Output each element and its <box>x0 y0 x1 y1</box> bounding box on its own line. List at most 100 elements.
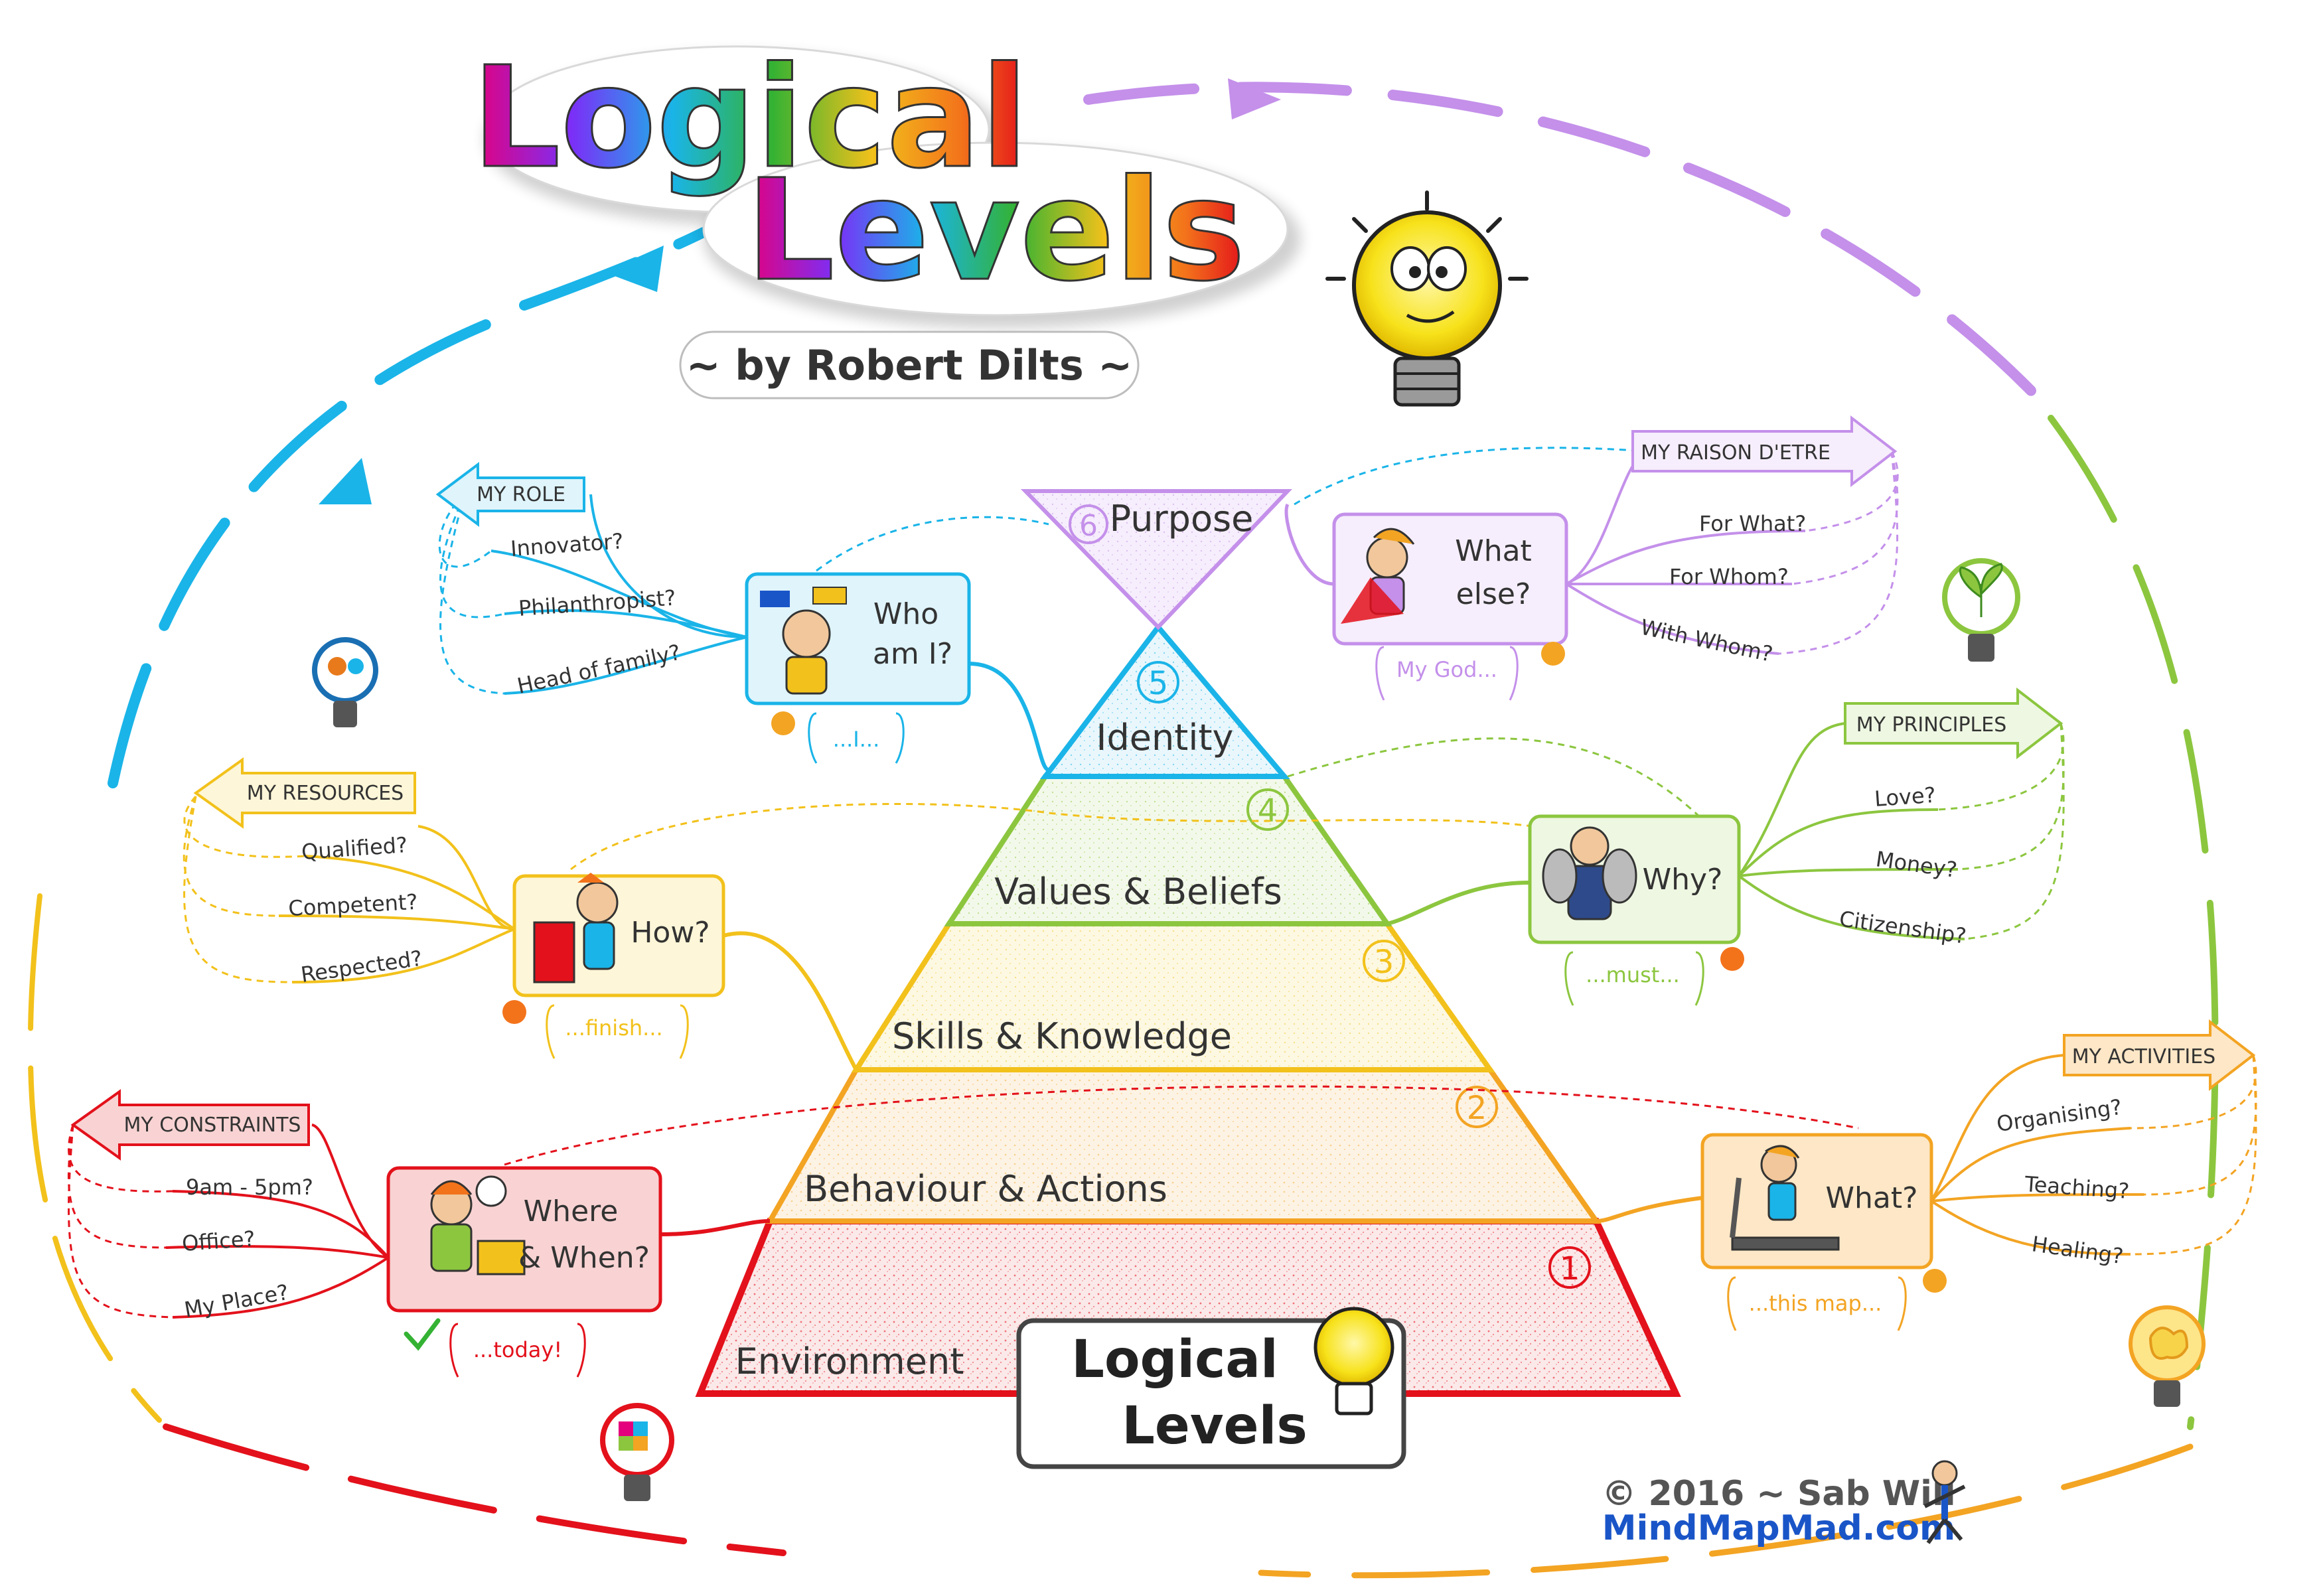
why-mood-icon <box>1720 947 1744 971</box>
why-question: Why? <box>1643 863 1723 897</box>
where-item-3: My Place? <box>183 1279 291 1323</box>
what-treadmill-runner-icon <box>1730 1145 1840 1251</box>
cycle-arrowhead-purple <box>1228 78 1281 119</box>
level-1-number-circle <box>1548 1246 1591 1289</box>
cycle-arrow-green <box>2048 415 2219 1430</box>
cycle-arrow-blue <box>108 227 709 788</box>
level-5-number-circle <box>1137 661 1179 703</box>
who-character-icon <box>760 587 847 695</box>
who-question-line-1: Who <box>873 597 938 631</box>
cycle-arrow-red <box>163 1423 787 1556</box>
level-3-number-circle <box>1363 940 1405 982</box>
how-header: MY RESOURCES <box>247 782 404 805</box>
outer-cycle-arrows <box>27 78 2219 1579</box>
where-item-1: 9am - 5pm? <box>186 1175 313 1200</box>
branch-who: MY ROLE Innovator? Philanthropist? Head … <box>435 462 1050 772</box>
who-header: MY ROLE <box>477 483 565 506</box>
cycle-arrowhead-blue-2 <box>319 458 372 504</box>
how-item-1: Qualified? <box>301 832 408 865</box>
level-6-number: 6 <box>1079 509 1098 543</box>
who-item-1: Innovator? <box>510 528 625 561</box>
title-line-2: Levels <box>746 149 1246 312</box>
branch-what-else: MY RAISON D'ETRE For What? For Whom? Wit… <box>1284 415 1899 701</box>
badge-line-2: Levels <box>1122 1396 1308 1456</box>
what-else-mood-icon <box>1541 642 1565 666</box>
title-line-1: Logical <box>472 36 1029 199</box>
badge-bulb-icon <box>1313 1307 1394 1415</box>
what-else-item-1: For What? <box>1699 511 1806 536</box>
branch-what: MY ACTIVITIES Organising? Teaching? Heal… <box>1596 1019 2257 1331</box>
what-else-superhero-icon <box>1341 528 1415 624</box>
why-businessman-icon <box>1542 826 1637 920</box>
what-else-item-3: With Whom? <box>1638 615 1775 667</box>
what-else-note: My God... <box>1396 657 1497 682</box>
how-reading-character-icon <box>533 873 619 983</box>
level-2-number-circle <box>1456 1086 1498 1128</box>
how-header-arrow <box>193 757 416 829</box>
why-note: ...must... <box>1586 962 1680 987</box>
cycle-arrow-yellow <box>27 893 162 1423</box>
where-header: MY CONSTRAINTS <box>124 1114 301 1137</box>
who-note: ...I... <box>833 727 879 752</box>
where-question-line-1: Where <box>524 1195 619 1228</box>
brain-bulb-icon <box>2129 1305 2206 1407</box>
how-item-3: Respected? <box>299 946 424 987</box>
what-card <box>1700 1133 1933 1270</box>
cycle-arrow-purple <box>1083 82 2056 417</box>
level-3-label: Skills & Knowledge <box>892 1015 1232 1057</box>
where-card <box>386 1166 662 1313</box>
how-question: How? <box>631 916 710 950</box>
what-else-question-line-1: What <box>1455 534 1532 568</box>
what-item-2: Teaching? <box>2023 1171 2130 1204</box>
branch-why: MY PRINCIPLES Love? Money? Citizenship? … <box>1287 687 2065 1006</box>
level-1-label: Environment <box>735 1341 964 1382</box>
what-else-header-arrow <box>1631 415 1898 488</box>
what-header: MY ACTIVITIES <box>2072 1045 2215 1068</box>
cycle-arrowhead-blue <box>604 246 664 292</box>
who-mood-icon <box>771 711 795 735</box>
what-else-question-line-2: else? <box>1456 577 1531 611</box>
what-question: What? <box>1826 1181 1918 1215</box>
puzzle-head-icon <box>600 1403 674 1501</box>
why-item-2: Money? <box>1874 846 1959 883</box>
what-mood-icon <box>1923 1269 1947 1293</box>
level-5-number: 5 <box>1148 665 1169 702</box>
where-item-2: Office? <box>181 1226 256 1256</box>
pyramid-labels: Environment 1 Behaviour & Actions 2 Skil… <box>735 498 1591 1382</box>
why-item-3: Citizenship? <box>1838 906 1968 948</box>
level-6-label: Purpose <box>1110 498 1254 540</box>
leaf-bulb-icon <box>1942 558 2020 662</box>
copyright-block: © 2016 ~ Sab Will MindMapMad.com <box>1602 1460 1966 1548</box>
what-item-3: Healing? <box>2030 1231 2125 1269</box>
what-note: ...this map... <box>1749 1291 1882 1316</box>
where-header-arrow <box>70 1089 310 1161</box>
where-question-line-2: & When? <box>518 1241 650 1275</box>
level-2-label: Behaviour & Actions <box>804 1168 1167 1210</box>
level-1-number: 1 <box>1560 1250 1580 1287</box>
who-item-3: Head of family? <box>515 640 683 699</box>
what-header-arrow <box>2063 1019 2256 1092</box>
where-office-character-icon <box>430 1175 526 1275</box>
pyramid <box>695 489 1681 1397</box>
running-figure-icon <box>1923 1460 1966 1544</box>
how-mood-icon <box>502 1000 526 1024</box>
level-6-number-circle <box>1069 504 1108 544</box>
title-cloud: Logical Levels ~ by Robert Dilts ~ <box>471 36 1301 399</box>
copyright-line-1: © 2016 ~ Sab Will <box>1602 1474 1955 1514</box>
why-header: MY PRINCIPLES <box>1856 713 2007 737</box>
what-else-item-2: For Whom? <box>1669 564 1789 589</box>
branch-where: MY CONSTRAINTS 9am - 5pm? Office? My Pla… <box>67 1085 1859 1378</box>
how-note: ...finish... <box>565 1015 662 1041</box>
level-2-number: 2 <box>1467 1090 1487 1127</box>
level-4-number-circle <box>1246 788 1289 831</box>
title-byline: ~ by Robert Dilts ~ <box>686 341 1133 390</box>
logical-levels-badge: Logical Levels <box>1016 1307 1406 1469</box>
level-4-number: 4 <box>1258 792 1278 830</box>
why-item-1: Love? <box>1874 782 1937 812</box>
how-item-2: Competent? <box>287 889 418 921</box>
level-5-label: Identity <box>1096 717 1234 759</box>
head-gears-icon <box>312 637 378 727</box>
level-3-number: 3 <box>1374 944 1394 981</box>
who-question-line-2: am I? <box>873 637 952 671</box>
